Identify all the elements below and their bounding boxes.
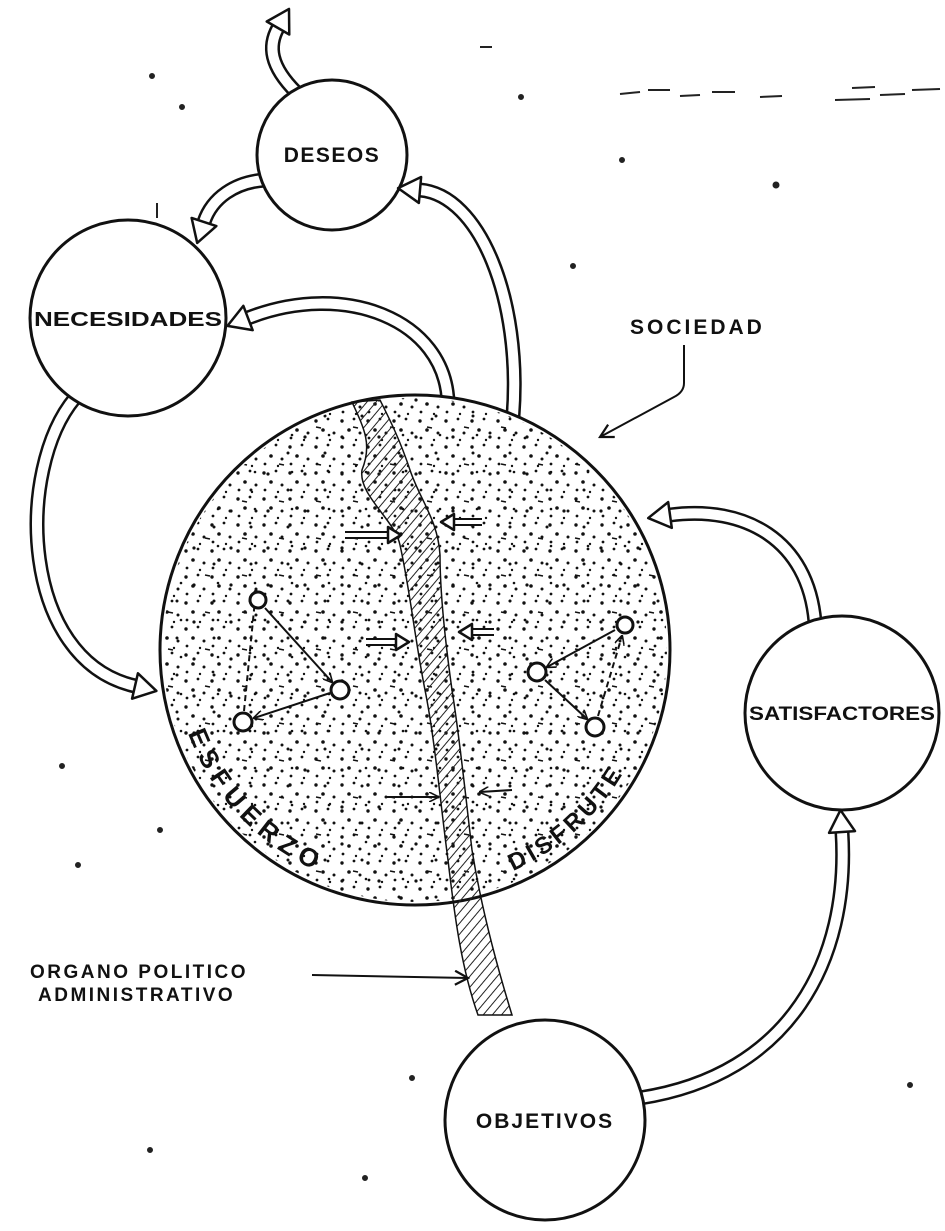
node-dot [331, 681, 349, 699]
arrow-necesidades-to-sociedad [37, 398, 135, 686]
sociedad-pointer [600, 345, 684, 437]
node-dot [617, 617, 633, 633]
arrow-deseos-to-necesidades [204, 180, 265, 222]
deseos-node: DESEOS [257, 80, 407, 230]
deseos-label: DESEOS [284, 144, 381, 167]
sociedad-label: SOCIEDAD [630, 316, 765, 339]
objetivos-node: OBJETIVOS [445, 1020, 645, 1220]
node-dot [528, 663, 546, 681]
sociedad-callout: SOCIEDAD [600, 316, 765, 437]
arrow-deseos-up [272, 28, 296, 92]
organo-pointer [312, 975, 468, 978]
sociedad-circle [160, 395, 670, 905]
arrow-objetivos-to-satisfactores [640, 832, 843, 1098]
satisfactores-node: SATISFACTORES [745, 616, 939, 810]
organo-callout: ORGANO POLITICO ADMINISTRATIVO [30, 962, 468, 1006]
node-dot [234, 713, 252, 731]
arrowhead [132, 673, 159, 703]
node-dot [250, 592, 266, 608]
necesidades-node: NECESIDADES [30, 220, 226, 416]
node-dot [586, 718, 604, 736]
organo-label-line2: ADMINISTRATIVO [38, 985, 235, 1006]
arrow-sociedad-to-necesidades [248, 304, 448, 402]
arrow-sociedad-to-deseos [420, 190, 514, 416]
arrow-satisfactores-to-sociedad [670, 513, 815, 622]
objetivos-label: OBJETIVOS [476, 1110, 614, 1133]
organo-label-line1: ORGANO POLITICO [30, 962, 248, 983]
arrowhead [827, 809, 854, 833]
necesidades-label: NECESIDADES [34, 309, 222, 331]
satisfactores-label: SATISFACTORES [749, 704, 935, 725]
arrowhead [646, 502, 671, 531]
